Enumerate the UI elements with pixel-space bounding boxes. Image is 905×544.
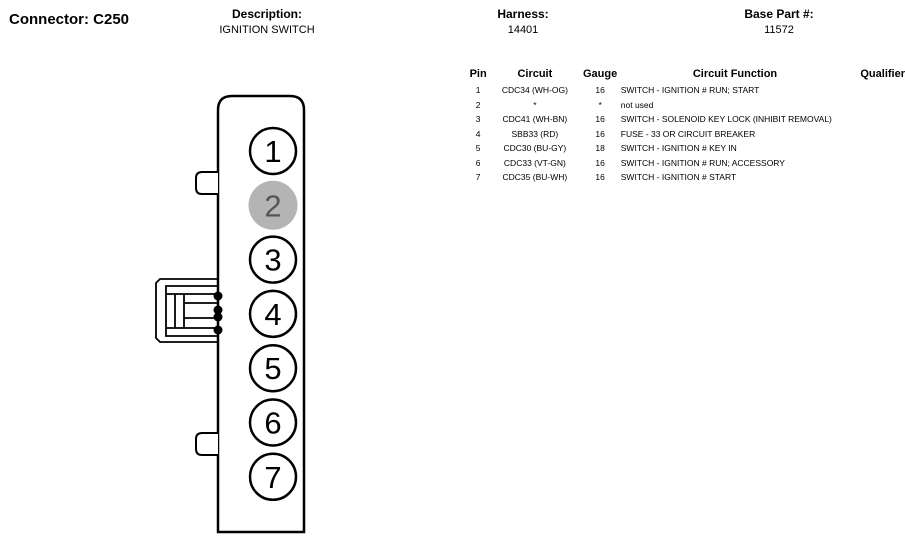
- col-header-gauge: Gauge: [583, 68, 618, 80]
- description-value: IGNITION SWITCH: [219, 24, 315, 36]
- pin-number: 6: [475, 157, 481, 168]
- description-label: Description:: [231, 7, 302, 21]
- pin-circle: [248, 180, 298, 230]
- pin-label: 2: [264, 188, 281, 223]
- table-row: 2 * * not used: [466, 98, 905, 113]
- pin-number: 5: [475, 143, 481, 153]
- pin-cavity-7: 7: [248, 452, 298, 502]
- qualifier: [849, 170, 905, 185]
- circuit-name: CDC30 (BU-GY): [503, 143, 567, 153]
- pin-number: 3: [475, 114, 481, 124]
- pin-circle: [248, 289, 298, 339]
- table-row: 1 CDC34 (WH-OG) 16 SWITCH - IGNITION # RUN;…: [466, 83, 905, 98]
- col-header-function: Circuit Function: [692, 68, 778, 80]
- pin-circle: [248, 452, 298, 502]
- pin-label: 1: [264, 134, 281, 169]
- pin-cavities: 1 2 3 4 5 6 7: [248, 126, 298, 502]
- col-header-pin: Pin: [469, 68, 487, 80]
- circuit-function: SWITCH - SOLENOID KEY LOCK (INHIBIT REMO…: [620, 114, 832, 124]
- connector-title: Connector: C250: [9, 11, 130, 28]
- circuit-name: SBB33 (RD): [511, 128, 559, 139]
- circuit-function: SWITCH - IGNITION # RUN; ACCESSORY: [620, 157, 785, 168]
- pin-circle: [248, 343, 298, 393]
- pin-cavity-2: 2: [248, 180, 298, 230]
- harness-label: Harness:: [497, 7, 549, 21]
- pin-label: 3: [264, 243, 281, 278]
- wire-gauge: *: [598, 99, 602, 110]
- table-row: 4 SBB33 (RD) 16 FUSE - 33 OR CIRCUIT BREAKE…: [466, 127, 905, 142]
- wire-gauge: 16: [595, 114, 605, 124]
- qualifier: [849, 156, 905, 171]
- pin-table-header: Pin Circuit Gauge Circuit Function Quali…: [466, 68, 905, 83]
- table-row: 7 CDC35 (BU-WH) 16 SWITCH - IGNITION # STAR…: [466, 170, 905, 185]
- circuit-name: CDC33 (VT-GN): [503, 157, 566, 168]
- pin-cavity-1: 1: [248, 126, 298, 176]
- pin-label: 4: [264, 297, 281, 332]
- lower-latch-tab: [195, 432, 218, 456]
- table-row: 5 CDC30 (BU-GY) 18 SWITCH - IGNITION # KEY …: [466, 141, 905, 156]
- pin-circle: [248, 235, 298, 284]
- side-lock-bracket: [155, 278, 218, 343]
- pin-circle: [248, 126, 298, 176]
- pin-number: 7: [475, 172, 481, 182]
- upper-latch-tab: [195, 171, 218, 195]
- circuit-function: not used: [620, 99, 654, 110]
- circuit-name: CDC35 (BU-WH): [502, 172, 568, 182]
- pin-table: Pin Circuit Gauge Circuit Function Quali…: [466, 68, 905, 185]
- pin-cavity-4: 4: [248, 289, 298, 339]
- table-row: 3 CDC41 (WH-BN) 16 SWITCH - SOLENOID KEY LO…: [466, 112, 905, 127]
- circuit-name: CDC34 (WH-OG): [501, 85, 568, 95]
- qualifier: [849, 112, 905, 127]
- circuit-function: SWITCH - IGNITION # START: [620, 172, 737, 182]
- pin-number: 2: [475, 99, 481, 110]
- col-header-circuit: Circuit: [517, 68, 553, 80]
- qualifier: [849, 141, 905, 156]
- pin-cavity-6: 6: [248, 398, 298, 447]
- table-row: 6 CDC33 (VT-GN) 16 SWITCH - IGNITION # RUN;…: [466, 156, 905, 171]
- wire-gauge: 18: [595, 143, 605, 153]
- pin-number: 1: [475, 85, 481, 95]
- qualifier: [849, 127, 905, 142]
- basepart-value: 11572: [764, 24, 794, 36]
- pin-label: 7: [264, 460, 281, 495]
- description-block: Description: IGNITION SWITCH: [157, 7, 377, 36]
- pin-cavity-5: 5: [248, 343, 298, 393]
- pin-number: 4: [475, 128, 481, 139]
- circuit-function: SWITCH - IGNITION # KEY IN: [620, 143, 737, 153]
- wire-gauge: 16: [595, 157, 605, 168]
- wire-gauge: 16: [595, 85, 605, 95]
- basepart-block: Base Part #: 11572: [669, 7, 889, 36]
- harness-block: Harness: 14401: [413, 7, 633, 36]
- lock-rivets: [213, 291, 223, 335]
- pin-label: 6: [264, 406, 281, 441]
- col-header-qualifier: Qualifier: [860, 68, 905, 80]
- pin-cavity-3: 3: [248, 235, 298, 284]
- wire-gauge: 16: [595, 172, 605, 182]
- pin-label: 5: [264, 351, 281, 386]
- harness-value: 14401: [507, 24, 539, 36]
- circuit-function: SWITCH - IGNITION # RUN; START: [620, 85, 760, 95]
- circuit-name: *: [533, 99, 537, 110]
- circuit-name: CDC41 (WH-BN): [502, 114, 568, 124]
- qualifier: [849, 83, 905, 98]
- wire-gauge: 16: [595, 128, 605, 139]
- pin-circle: [248, 398, 298, 447]
- basepart-label: Base Part #:: [744, 7, 814, 21]
- qualifier: [849, 98, 905, 113]
- circuit-function: FUSE - 33 OR CIRCUIT BREAKER: [620, 128, 756, 139]
